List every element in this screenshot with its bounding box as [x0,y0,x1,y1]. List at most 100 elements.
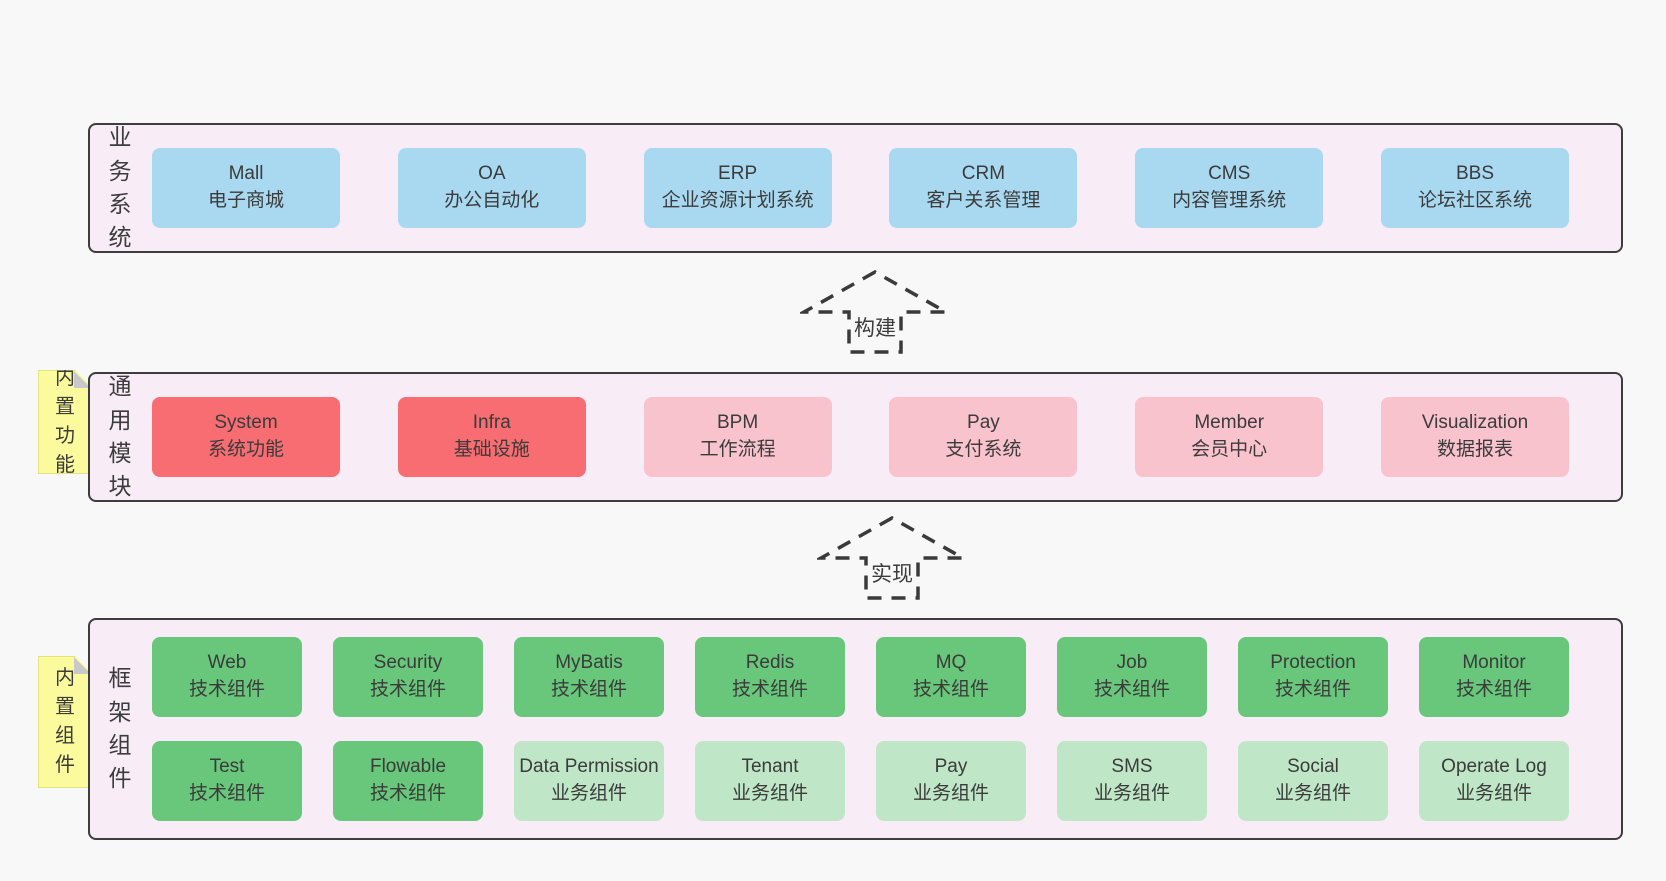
band-business-content: Mall 电子商城 OA 办公自动化 ERP 企业资源计划系统 CRM 客户关系… [150,125,1621,251]
module-box-mall: Mall 电子商城 [152,148,340,228]
box-name: Member [1194,412,1265,434]
sticky-note-builtin-functions: 内置功能 [38,370,92,474]
component-box-monitor: Monitor 技术组件 [1419,637,1569,717]
box-desc: 基础设施 [453,439,530,460]
box-desc: 技术组件 [1455,679,1532,700]
module-box-oa: OA 办公自动化 [397,148,586,228]
module-box-cms: CMS 内容管理系统 [1135,148,1324,228]
box-desc: 业务组件 [1093,783,1170,804]
box-name: ERP [718,163,758,185]
box-name: Security [373,652,443,674]
framework-row-2: Test 技术组件 Flowable 技术组件 Data Permission … [152,741,1569,821]
implement-arrow-up-icon: 实现 [817,514,967,604]
box-desc: 业务组件 [550,783,627,804]
module-box-bpm: BPM 工作流程 [643,397,832,477]
box-name: Tenant [741,756,799,778]
band-label-framework-components: 框架组件 [90,620,150,838]
band-label-text: 业务系统 [108,124,132,251]
band-business-systems: 业务系统 Mall 电子商城 OA 办公自动化 ERP 企业资源计划系统 CRM… [88,123,1623,253]
box-name: CMS [1208,163,1251,185]
box-desc: 论坛社区系统 [1417,190,1532,211]
module-box-pay: Pay 支付系统 [889,397,1078,477]
box-name: BBS [1455,163,1494,185]
box-name: Social [1287,756,1339,778]
box-desc: 技术组件 [188,783,265,804]
component-box-mybatis: MyBatis 技术组件 [514,637,664,717]
box-name: Flowable [369,756,447,778]
component-box-sms: SMS 业务组件 [1057,741,1207,821]
box-name: Monitor [1462,652,1526,674]
box-name: Visualization [1421,412,1529,434]
box-desc: 企业资源计划系统 [661,190,814,211]
box-desc: 业务组件 [1274,783,1351,804]
box-name: BPM [717,412,759,434]
band-common-modules: 通用模块 System 系统功能 Infra 基础设施 BPM 工作流程 Pay… [88,372,1623,502]
component-box-social: Social 业务组件 [1238,741,1388,821]
module-box-infra: Infra 基础设施 [397,397,586,477]
component-box-mq: MQ 技术组件 [876,637,1026,717]
component-box-operate-log: Operate Log 业务组件 [1419,741,1569,821]
sticky-text: 内置组件 [55,667,75,776]
box-name: Protection [1270,652,1356,674]
box-desc: 技术组件 [188,679,265,700]
box-desc: 内容管理系统 [1172,190,1287,211]
component-box-pay: Pay 业务组件 [876,741,1026,821]
band-framework-components: 框架组件 Web 技术组件 Security 技术组件 MyBatis 技术组件… [88,618,1623,840]
sticky-note-builtin-components: 内置组件 [38,656,92,788]
box-name: Pay [967,412,1000,434]
box-name: SMS [1111,756,1153,778]
component-box-redis: Redis 技术组件 [695,637,845,717]
box-name: Job [1116,652,1148,674]
module-box-crm: CRM 客户关系管理 [889,148,1078,228]
module-box-visualization: Visualization 数据报表 [1380,397,1569,477]
component-box-data-permission: Data Permission 业务组件 [514,741,664,821]
band-common-content: System 系统功能 Infra 基础设施 BPM 工作流程 Pay 支付系统… [150,374,1621,500]
module-box-bbs: BBS 论坛社区系统 [1380,148,1569,228]
box-desc: 业务组件 [912,783,989,804]
module-box-member: Member 会员中心 [1135,397,1324,477]
box-name: Redis [745,652,795,674]
box-name: OA [478,163,506,185]
box-name: CRM [961,163,1006,185]
framework-row-1: Web 技术组件 Security 技术组件 MyBatis 技术组件 Redi… [152,637,1569,717]
band-framework-content: Web 技术组件 Security 技术组件 MyBatis 技术组件 Redi… [150,620,1621,838]
component-box-tenant: Tenant 业务组件 [695,741,845,821]
component-box-test: Test 技术组件 [152,741,302,821]
box-name: Mall [228,163,264,185]
band-label-business-systems: 业务系统 [90,124,150,251]
box-name: MyBatis [555,652,623,674]
component-box-flowable: Flowable 技术组件 [333,741,483,821]
box-name: Test [209,756,245,778]
box-desc: 技术组件 [912,679,989,700]
box-name: MQ [935,652,967,674]
box-name: Data Permission [519,756,659,778]
box-desc: 系统功能 [207,439,284,460]
build-arrow-up-icon: 构建 [800,268,950,358]
box-desc: 会员中心 [1191,439,1268,460]
component-box-security: Security 技术组件 [333,637,483,717]
box-name: Infra [472,412,511,434]
component-box-job: Job 技术组件 [1057,637,1207,717]
box-name: System [214,412,278,434]
box-desc: 技术组件 [1274,679,1351,700]
arrow-label-implement: 实现 [868,558,916,588]
box-desc: 客户关系管理 [926,190,1041,211]
sticky-text: 内置功能 [55,367,75,476]
box-desc: 技术组件 [369,783,446,804]
box-desc: 技术组件 [1093,679,1170,700]
box-desc: 工作流程 [699,439,776,460]
band-label-common-modules: 通用模块 [90,373,150,500]
box-desc: 数据报表 [1436,439,1513,460]
component-box-web: Web 技术组件 [152,637,302,717]
box-name: Pay [934,756,968,778]
component-box-protection: Protection 技术组件 [1238,637,1388,717]
box-desc: 业务组件 [731,783,808,804]
box-desc: 技术组件 [550,679,627,700]
module-box-erp: ERP 企业资源计划系统 [643,148,832,228]
box-desc: 业务组件 [1455,783,1532,804]
arrow-label-build: 构建 [851,312,899,342]
band-label-text: 框架组件 [108,665,132,792]
box-desc: 技术组件 [731,679,808,700]
box-desc: 电子商城 [207,190,284,211]
box-name: Web [207,652,247,674]
